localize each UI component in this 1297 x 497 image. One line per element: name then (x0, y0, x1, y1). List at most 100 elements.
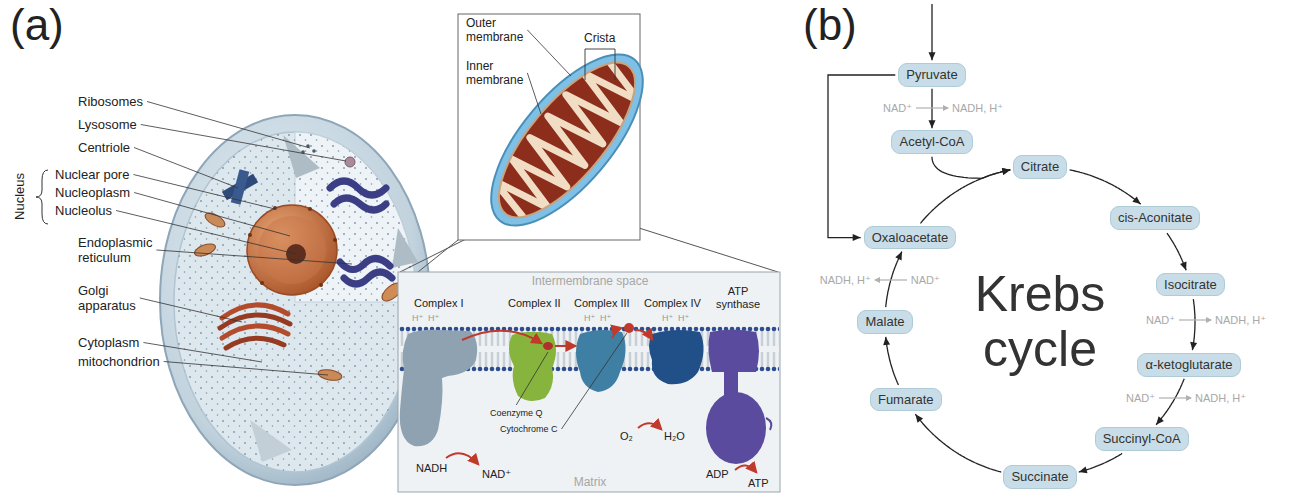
leader-line (134, 148, 238, 189)
cell-illustration (260, 281, 264, 285)
flow-arrow (1190, 299, 1197, 350)
leader-line (527, 30, 571, 76)
molecule-label: ADP (706, 468, 729, 481)
electron-transport-panel (576, 330, 626, 392)
cofactor-label: NADH, H⁺ (1195, 392, 1246, 405)
cofactor-reaction: NADH, H⁺NAD⁺ (820, 274, 940, 287)
mitochondrion-inset (458, 14, 669, 249)
cofactor-label: NADH, H⁺ (1215, 314, 1266, 327)
molecule-label: O₂ (620, 430, 633, 443)
proton-label: H⁺ (662, 313, 673, 323)
cell-illustration (250, 420, 292, 462)
leader-line (143, 343, 262, 363)
panel-letter: (b) (803, 0, 857, 51)
cell-illustration (308, 207, 312, 211)
reaction-arrow (873, 275, 909, 285)
panel-letter: (a) (10, 0, 64, 51)
node-text: α-ketoglutarate (1145, 357, 1232, 373)
electron-transport-panel (398, 272, 780, 492)
cell-illustration (258, 216, 326, 284)
cell-illustration (273, 206, 277, 210)
reaction-arrow (914, 103, 950, 113)
flow-arrow (886, 252, 902, 308)
leader-line (156, 250, 352, 264)
part-label: Nucleolus (55, 204, 112, 219)
electron-transport-panel (36, 170, 48, 224)
electron-transport-panel (735, 465, 756, 472)
flow-arrow (1156, 379, 1184, 425)
node-text: Fumarate (878, 392, 934, 408)
node-text: cis-Aconitate (1118, 210, 1192, 226)
arrow-head (1079, 467, 1088, 474)
part-label: mitochondrion (78, 355, 160, 370)
molecule-label: NADH (416, 462, 447, 475)
arrow-head (1156, 416, 1164, 424)
cell-illustration (319, 283, 323, 287)
part-label: Centriole (78, 141, 130, 156)
cycle-node: Pyruvate (898, 63, 965, 87)
mitochondrion-inset (465, 31, 669, 250)
molecule-label: NAD⁺ (482, 468, 511, 481)
complex-label: ATP synthase (710, 285, 766, 310)
cofactor-reaction: NAD⁺NADH, H⁺ (883, 102, 1003, 115)
flow-arrow (886, 252, 902, 308)
electron-transport-panel (766, 418, 771, 430)
electron-transport-panel (400, 330, 477, 446)
cycle-title: Krebs cycle (945, 267, 1135, 377)
cycle-node: Fumarate (870, 388, 942, 412)
proton-label: H⁺ (600, 313, 611, 323)
proton-label: H⁺ (678, 313, 689, 323)
cofactor-reaction: NAD⁺ NADH, H⁺ (1126, 392, 1246, 405)
node-text: Succinate (1011, 469, 1068, 485)
arrow-head (1186, 395, 1192, 401)
part-label: Nucleoplasm (55, 186, 130, 201)
flow-arrow (883, 337, 898, 385)
mitochondrion-inset (465, 31, 669, 250)
region-label: Matrix (574, 476, 607, 490)
leader-line (140, 298, 242, 322)
cell-illustration (248, 233, 252, 237)
arrow-head (929, 52, 936, 60)
leader-line (562, 333, 627, 429)
node-text: Oxaloacetate (872, 230, 949, 246)
node-text: Citrate (1021, 159, 1059, 175)
cofactor-reaction: NAD⁺NADH, H⁺ (1146, 314, 1266, 327)
electron-transport-panel (624, 323, 634, 333)
cofactor-label: NAD⁺ (911, 274, 940, 287)
cell-illustration (345, 157, 355, 167)
cell-illustration (330, 181, 386, 195)
flow-arrow (932, 157, 1010, 179)
part-label: Cytoplasm (78, 336, 139, 351)
part-label: Lysosome (78, 118, 137, 133)
cell-illustration (174, 132, 416, 472)
node-text: Isocitrate (1164, 277, 1217, 293)
electron-transport-panel (509, 332, 556, 401)
cell-illustration (247, 205, 337, 295)
cell-illustration (174, 132, 416, 472)
electron-transport-panel (446, 453, 478, 464)
flow-arrow (920, 168, 1010, 223)
electron-transport-panel (706, 392, 766, 464)
cell-illustration (160, 115, 430, 485)
complex-label: Complex II (508, 297, 561, 310)
arrow-head (1206, 317, 1212, 323)
leader-line (133, 175, 275, 210)
part-label: Inner membrane (466, 60, 532, 88)
cell-illustration (392, 228, 418, 268)
part-label: Cytochrome C (500, 424, 558, 434)
flow-arrow (828, 75, 895, 241)
flow-arrow (828, 75, 895, 238)
cell-illustration (231, 169, 249, 204)
leader-line (141, 125, 346, 162)
cycle-node: Succinyl-CoA (1095, 427, 1189, 451)
flow-arrow (915, 414, 1001, 472)
cofactor-label: NAD⁺ (1126, 392, 1155, 405)
leader-line (134, 193, 290, 237)
cell-illustration (226, 338, 284, 348)
mitochondrion-inset (585, 49, 615, 80)
cell-illustration (160, 115, 430, 485)
arrow-head (1002, 168, 1011, 175)
leader-line (164, 362, 328, 376)
